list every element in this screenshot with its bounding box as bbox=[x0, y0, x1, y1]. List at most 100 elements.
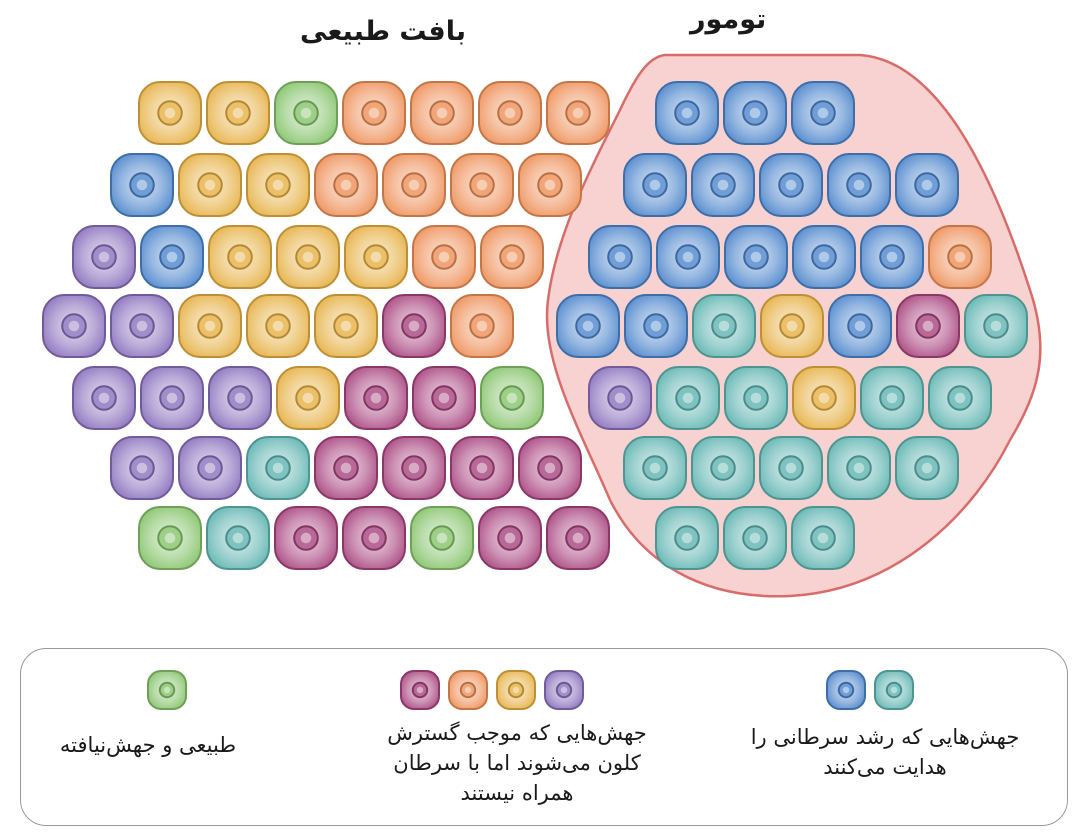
cell-purple bbox=[178, 436, 242, 500]
cell-purple bbox=[140, 366, 204, 430]
cell-orange bbox=[480, 225, 544, 289]
legend-label-normal-cells: طبیعی و جهش‌نیافته bbox=[30, 730, 266, 760]
cell-blue bbox=[588, 225, 652, 289]
cell-blue bbox=[623, 153, 687, 217]
cell-blue bbox=[655, 81, 719, 145]
cell-magenta bbox=[518, 436, 582, 500]
tumor-title: تومور bbox=[690, 4, 767, 35]
legend-label-driver-mutations: جهش‌هایی که رشد سرطانی را هدایت می‌کنند bbox=[725, 722, 1045, 782]
cell-teal bbox=[874, 670, 914, 710]
cell-yellow bbox=[276, 225, 340, 289]
legend-line: هدایت می‌کنند bbox=[823, 755, 947, 779]
legend-line: جهش‌هایی که رشد سرطانی را bbox=[750, 725, 1020, 749]
cell-teal bbox=[655, 506, 719, 570]
cell-purple bbox=[544, 670, 584, 710]
cell-magenta bbox=[382, 436, 446, 500]
legend-line: همراه نیستند bbox=[460, 781, 574, 805]
legend-box bbox=[20, 648, 1068, 826]
cell-magenta bbox=[400, 670, 440, 710]
cell-magenta bbox=[382, 294, 446, 358]
cell-blue bbox=[895, 153, 959, 217]
cell-blue bbox=[140, 225, 204, 289]
cell-yellow bbox=[314, 294, 378, 358]
cell-purple bbox=[72, 366, 136, 430]
cell-magenta bbox=[274, 506, 338, 570]
cell-blue bbox=[723, 81, 787, 145]
cell-orange bbox=[412, 225, 476, 289]
cell-purple bbox=[110, 436, 174, 500]
cell-purple bbox=[72, 225, 136, 289]
cell-orange bbox=[450, 294, 514, 358]
cell-blue bbox=[826, 670, 866, 710]
cell-teal bbox=[246, 436, 310, 500]
cell-yellow bbox=[760, 294, 824, 358]
cell-yellow bbox=[344, 225, 408, 289]
cell-yellow bbox=[246, 294, 310, 358]
tumor-cells bbox=[556, 81, 1028, 570]
cell-orange bbox=[448, 670, 488, 710]
normal-tissue-cells bbox=[42, 81, 610, 570]
cell-teal bbox=[623, 436, 687, 500]
cell-teal bbox=[791, 506, 855, 570]
cell-green bbox=[138, 506, 202, 570]
cell-orange bbox=[546, 81, 610, 145]
cell-yellow bbox=[496, 670, 536, 710]
cell-blue bbox=[624, 294, 688, 358]
cell-blue bbox=[860, 225, 924, 289]
cell-blue bbox=[724, 225, 788, 289]
cell-magenta bbox=[344, 366, 408, 430]
cell-blue bbox=[110, 153, 174, 217]
cell-yellow bbox=[138, 81, 202, 145]
cell-yellow bbox=[178, 294, 242, 358]
normal-tissue-title: بافت طبیعی bbox=[300, 16, 466, 47]
cell-purple bbox=[588, 366, 652, 430]
cell-blue bbox=[691, 153, 755, 217]
cell-teal bbox=[206, 506, 270, 570]
cell-magenta bbox=[412, 366, 476, 430]
cell-yellow bbox=[178, 153, 242, 217]
cell-teal bbox=[723, 506, 787, 570]
cell-teal bbox=[964, 294, 1028, 358]
cell-yellow bbox=[276, 366, 340, 430]
cell-purple bbox=[110, 294, 174, 358]
cell-blue bbox=[828, 294, 892, 358]
cell-orange bbox=[518, 153, 582, 217]
cell-magenta bbox=[896, 294, 960, 358]
legend-label-passenger-mutations: جهش‌هایی که موجب گسترش کلون می‌شوند اما … bbox=[352, 718, 682, 808]
cell-teal bbox=[928, 366, 992, 430]
cell-magenta bbox=[342, 506, 406, 570]
cell-orange bbox=[928, 225, 992, 289]
cell-yellow bbox=[246, 153, 310, 217]
cell-magenta bbox=[450, 436, 514, 500]
legend-swatches bbox=[147, 670, 914, 710]
cell-yellow bbox=[208, 225, 272, 289]
cell-teal bbox=[827, 436, 891, 500]
cell-teal bbox=[724, 366, 788, 430]
legend-line: جهش‌هایی که موجب گسترش bbox=[387, 721, 647, 745]
cell-magenta bbox=[546, 506, 610, 570]
cell-green bbox=[274, 81, 338, 145]
cell-green bbox=[410, 506, 474, 570]
cell-purple bbox=[42, 294, 106, 358]
cell-magenta bbox=[478, 506, 542, 570]
cell-teal bbox=[759, 436, 823, 500]
cell-orange bbox=[450, 153, 514, 217]
cell-teal bbox=[895, 436, 959, 500]
cell-blue bbox=[556, 294, 620, 358]
cell-orange bbox=[314, 153, 378, 217]
cell-teal bbox=[860, 366, 924, 430]
cell-yellow bbox=[206, 81, 270, 145]
cell-green bbox=[147, 670, 187, 710]
cell-teal bbox=[692, 294, 756, 358]
cell-orange bbox=[342, 81, 406, 145]
cell-teal bbox=[691, 436, 755, 500]
cell-yellow bbox=[792, 366, 856, 430]
cell-magenta bbox=[314, 436, 378, 500]
legend-line: کلون می‌شوند اما با سرطان bbox=[393, 751, 641, 775]
cell-blue bbox=[827, 153, 891, 217]
cell-blue bbox=[656, 225, 720, 289]
cell-orange bbox=[478, 81, 542, 145]
cell-blue bbox=[759, 153, 823, 217]
legend-line: طبیعی و جهش‌نیافته bbox=[59, 733, 237, 757]
